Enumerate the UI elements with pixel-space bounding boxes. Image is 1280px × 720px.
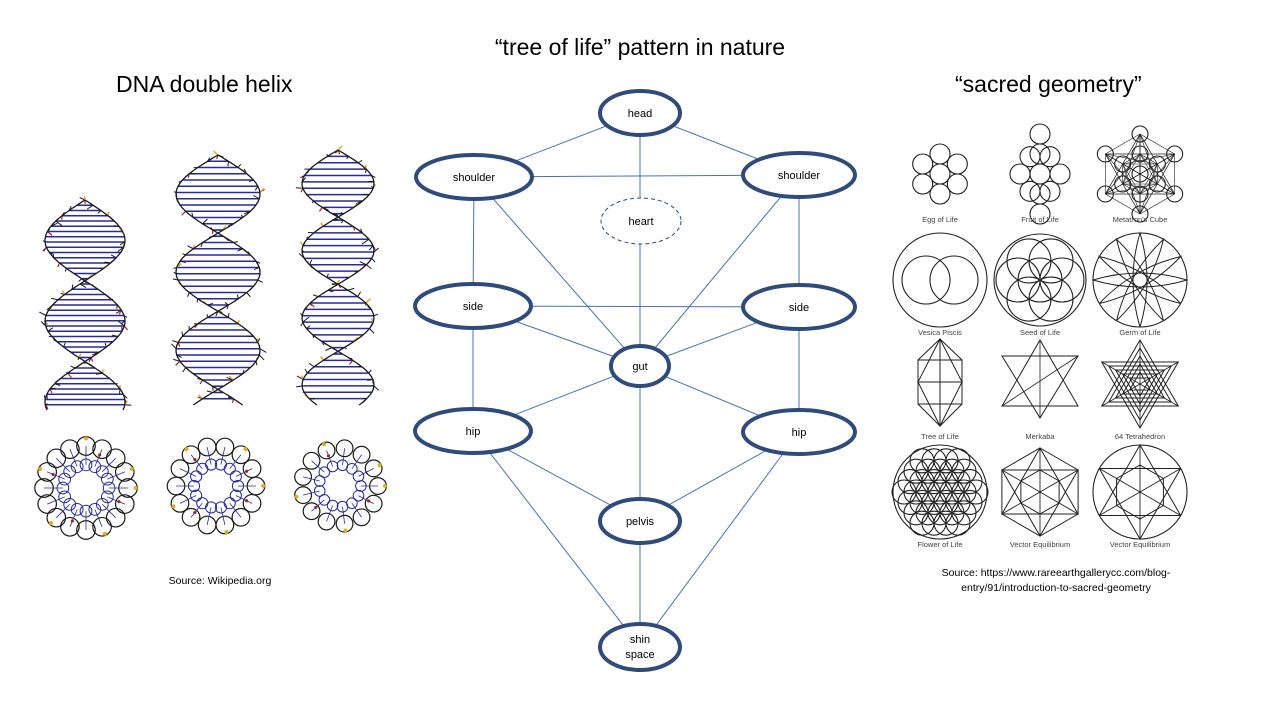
node-hip_l: hip [413,407,533,455]
node-shape [598,89,682,137]
edge-shoulder_l-gut [473,176,641,367]
sacred-geometry-source-caption: Source: https://www.rareearthgallerycc.c… [896,566,1216,596]
geometry-germ-of-life: Germ of Life [1091,231,1188,337]
node-heart: heart [600,197,682,245]
node-shape [609,344,671,388]
node-label: gut [632,361,647,373]
node-shape [741,151,857,199]
geometry-vesica-piscis: Vesica Piscis [892,232,988,337]
node-label: head [628,108,652,120]
node-shoulder_r: shoulder [741,151,857,199]
geometry-label: Vector Equilibrium [1110,540,1170,549]
node-side_r: side [741,283,857,331]
node-label: hip [792,427,807,439]
node-shape [413,282,533,330]
node-label: side [463,301,483,313]
node-hip_r: hip [741,408,857,456]
dna-source-caption: Source: Wikipedia.org [168,575,272,587]
node-label: shoulder [778,170,821,182]
node-shape [414,153,534,201]
node-shape [741,408,857,456]
geometry-tree-of-life: Tree of Life [917,337,963,441]
node-label: shoulder [453,172,496,184]
geometry-label: Vesica Piscis [918,328,962,337]
node-pelvis: pelvis [598,497,682,545]
node-label: heart [628,216,653,228]
node-gut: gut [609,344,671,388]
geometry-label: Tree of Life [921,432,959,441]
node-shape [598,622,682,672]
node-head: head [598,89,682,137]
edge-hip_l-shin [472,430,641,648]
node-label: hip [466,426,481,438]
node-shape [741,283,857,331]
node-label: side [789,302,809,314]
dna-helix-2 [171,150,267,406]
geometry-fruit-of-life: Fruit of Life [1009,123,1071,225]
geometry-vector-equilibrium-2: Vector Equilibrium [1092,443,1188,549]
geometry-metatrons-cube: Metatron's Cube [1096,125,1184,224]
tree-nodes: head shoulder shoulder heart side side gut hip h… [413,89,857,672]
geometry-flower-of-life: Flower of Life [891,444,989,549]
geometry-64-tetrahedron: 64 Tetrahedron [1100,339,1180,441]
geometry-label: 64 Tetrahedron [1115,432,1165,441]
geometry-merkaba: Merkaba [1001,338,1079,441]
node-label-2: space [625,649,654,661]
dna-illustration [34,145,387,540]
geometry-label: Germ of Life [1119,328,1160,337]
geometry-label: Metatron's Cube [1113,215,1168,224]
geometry-label: Seed of Life [1020,328,1060,337]
node-label: shin [630,634,650,646]
node-shape [598,497,682,545]
edge-hip_r-shin [639,431,800,648]
edge-shoulder_r-gut [639,174,800,367]
dna-ring-1 [34,436,138,540]
geometry-label: Fruit of Life [1021,215,1059,224]
geometry-label: Merkaba [1025,432,1055,441]
dna-title: DNA double helix [116,71,293,97]
sacred-geometry-grid: Egg of Life Fruit of Life Metatron's CubeV… [891,123,1188,549]
node-side_l: side [413,282,533,330]
geometry-label: Egg of Life [922,215,958,224]
geometry-label: Flower of Life [917,540,962,549]
main-title: “tree of life” pattern in nature [494,34,786,60]
geometry-egg-of-life: Egg of Life [912,143,968,224]
geometry-label: Vector Equilibrium [1010,540,1070,549]
source-line-1: Source: https://www.rareearthgallerycc.c… [941,567,1171,579]
node-shape [413,407,533,455]
node-shin: shin space [598,622,682,672]
dna-helix-3 [295,145,380,406]
source-line-2: entry/91/introduction-to-sacred-geometry [961,582,1151,594]
geometry-seed-of-life: Seed of Life [993,233,1087,337]
node-shape [600,197,682,245]
dna-ring-3 [294,439,387,533]
geometry-vector-equilibrium: Vector Equilibrium [1001,446,1079,549]
node-label: pelvis [626,516,655,528]
dna-ring-2 [166,437,266,535]
sacred-geometry-title: “sacred geometry” [955,71,1142,97]
node-shoulder_l: shoulder [414,153,534,201]
dna-helix-1 [39,195,132,411]
